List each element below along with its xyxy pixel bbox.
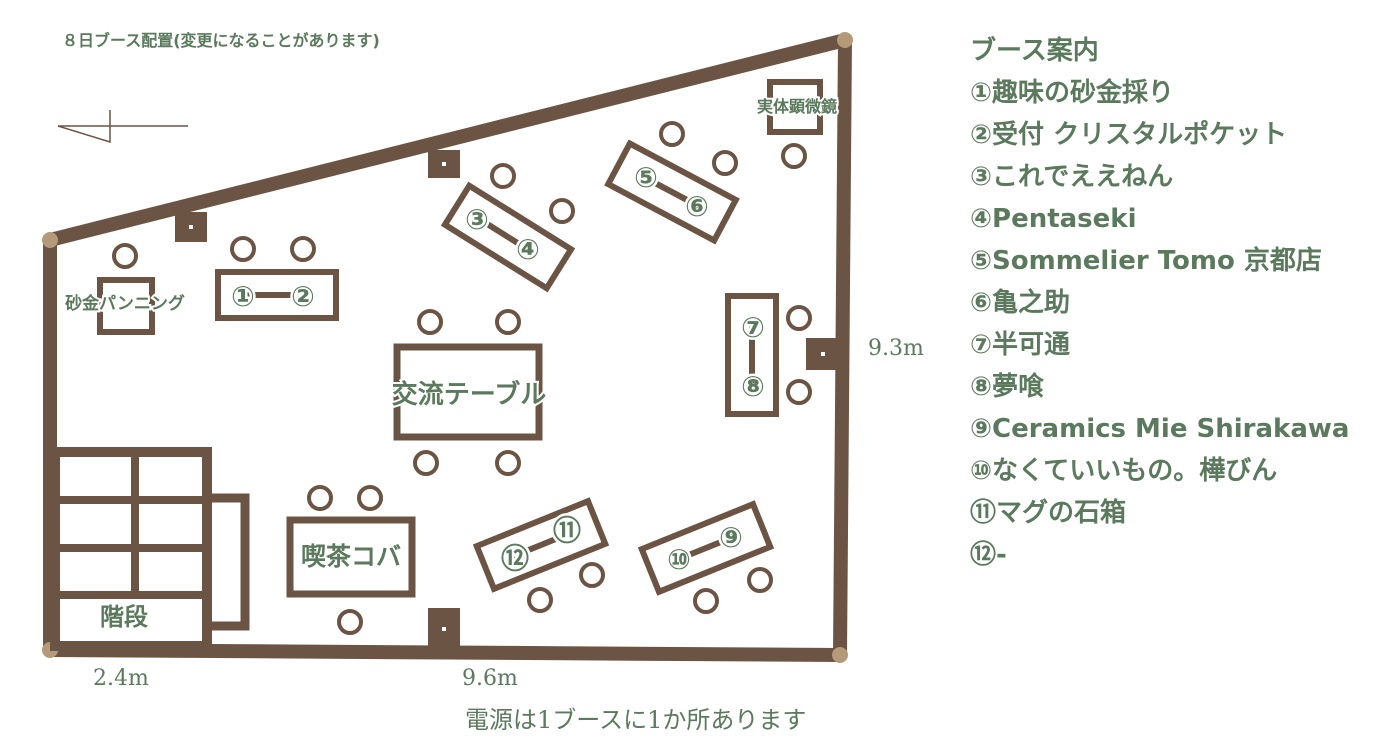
booth-number-9: ⑨ (719, 521, 743, 554)
legend-item: ③これでええねん (970, 162, 1174, 192)
chair (659, 121, 685, 147)
booth-table-7-8 (725, 293, 812, 417)
booth-table-1-2 (215, 236, 339, 321)
dimension-right: 9.3m (868, 336, 924, 361)
booth-number-8: ⑧ (741, 370, 765, 403)
booth-table-9-10 (637, 500, 775, 596)
map-title: ８日ブース配置(変更になることがあります) (62, 31, 380, 50)
stairs (50, 447, 250, 651)
legend-item: ⑫- (970, 540, 1007, 570)
pillars (175, 150, 840, 650)
cafe-label: 喫茶コバ (301, 542, 401, 571)
chair (712, 150, 738, 176)
booth-table-5-6 (604, 139, 740, 245)
booth-number-12: ⑫ (501, 542, 529, 575)
dimension-bottom: 9.6m (462, 666, 518, 691)
booth-markers: ① ② ③ ④ ⑤ ⑥ ⑦ ⑧ ⑨ ⑩ ⑪ ⑫ (229, 159, 768, 579)
exchange-table-label: 交流テーブル (392, 379, 546, 410)
cafe-table (286, 485, 416, 635)
booth-table-3-4 (440, 181, 576, 293)
gold-panning-label: 砂金パンニング (65, 293, 185, 314)
legend-title: ブース案内 (970, 36, 1099, 66)
legend-item: ⑪マグの石箱 (970, 498, 1127, 528)
legend-item: ②受付 クリスタルポケット (970, 120, 1288, 150)
booth-number-6: ⑥ (685, 190, 709, 223)
booth-number-3: ③ (465, 203, 489, 236)
microscope-station (767, 79, 823, 169)
booth-number-4: ④ (516, 233, 540, 266)
chair (693, 588, 719, 614)
legend-item: ⑥亀之助 (970, 288, 1071, 318)
chair (549, 198, 575, 224)
chair (579, 562, 605, 588)
booth-legend: ブース案内 ①趣味の砂金採り ②受付 クリスタルポケット ③これでええねん ④P… (970, 30, 1349, 576)
microscope-label: 実体顕微鏡 (757, 97, 837, 116)
booth-table-11-12 (472, 497, 610, 593)
legend-item: ⑩なくていいもの。樺びん (970, 456, 1278, 486)
stairs-label: 階段 (100, 603, 148, 631)
legend-item: ⑨Ceramics Mie Shirakawa (970, 414, 1350, 444)
legend-item: ⑤Sommelier Tomo 京都店 (970, 246, 1322, 276)
legend-item: ①趣味の砂金採り (970, 78, 1175, 108)
dimension-bottom-left: 2.4m (93, 666, 149, 691)
booth-number-11: ⑪ (553, 514, 581, 547)
exchange-table (393, 309, 543, 476)
chair (747, 567, 773, 593)
chair (527, 587, 553, 613)
gold-panning-station (97, 243, 155, 335)
power-note: 電源は1ブースに1か所あります (465, 706, 807, 734)
booth-number-7: ⑦ (741, 311, 765, 344)
booth-number-2: ② (291, 280, 315, 313)
north-arrow-icon (57, 110, 188, 144)
booth-number-10: ⑩ (667, 543, 691, 576)
legend-item: ④Pentaseki (970, 204, 1137, 234)
legend-item: ⑧夢喰 (970, 372, 1045, 402)
legend-item: ⑦半可通 (970, 330, 1071, 360)
booth-number-5: ⑤ (634, 161, 658, 194)
legend-list: ①趣味の砂金採り ②受付 クリスタルポケット ③これでええねん ④Pentase… (970, 72, 1349, 576)
chair (490, 163, 516, 189)
booth-number-1: ① (231, 280, 255, 313)
